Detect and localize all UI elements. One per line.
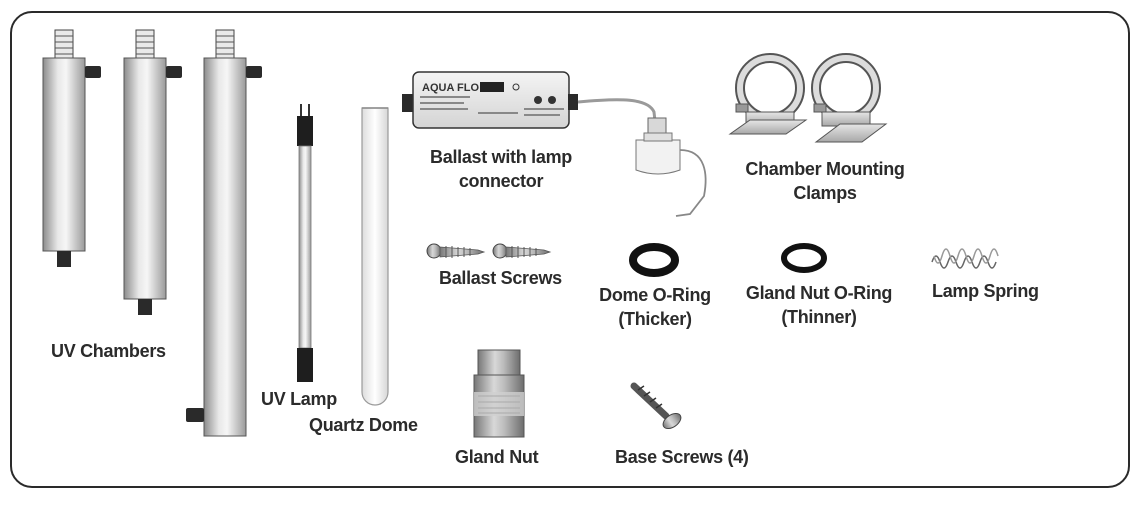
label-uv-lamp: UV Lamp — [261, 389, 337, 409]
chamber-clamp-left — [728, 53, 808, 135]
ballast-unit: AQUA FLO — [402, 71, 707, 217]
dome-oring — [629, 243, 679, 277]
base-screw — [630, 382, 682, 430]
uv-chamber-small — [42, 29, 101, 267]
lamp-spring — [931, 248, 999, 269]
label-dome-oring: Dome O-Ring(Thicker) — [599, 285, 711, 329]
label-quartz-dome: Quartz Dome — [309, 415, 418, 435]
label-uv-chambers: UV Chambers — [51, 341, 166, 361]
gland-nut-oring — [781, 243, 827, 273]
quartz-dome — [361, 107, 389, 406]
label-lamp-spring: Lamp Spring — [932, 281, 1039, 301]
gland-nut — [473, 349, 525, 438]
label-gland-nut: Gland Nut — [455, 447, 539, 467]
uv-lamp — [297, 104, 313, 382]
label-gland-nut-oring: Gland Nut O-Ring(Thinner) — [745, 283, 893, 327]
ballast-screw-1 — [426, 243, 486, 259]
ballast-screw-2 — [492, 243, 552, 259]
ballast-brand: AQUA FLO — [422, 82, 479, 94]
uv-chamber-medium — [123, 29, 182, 315]
label-ballast-screws: Ballast Screws — [439, 268, 562, 288]
chamber-clamp-right — [811, 53, 888, 143]
label-base-screws: Base Screws (4) — [615, 447, 749, 467]
uv-chamber-large — [186, 29, 262, 437]
